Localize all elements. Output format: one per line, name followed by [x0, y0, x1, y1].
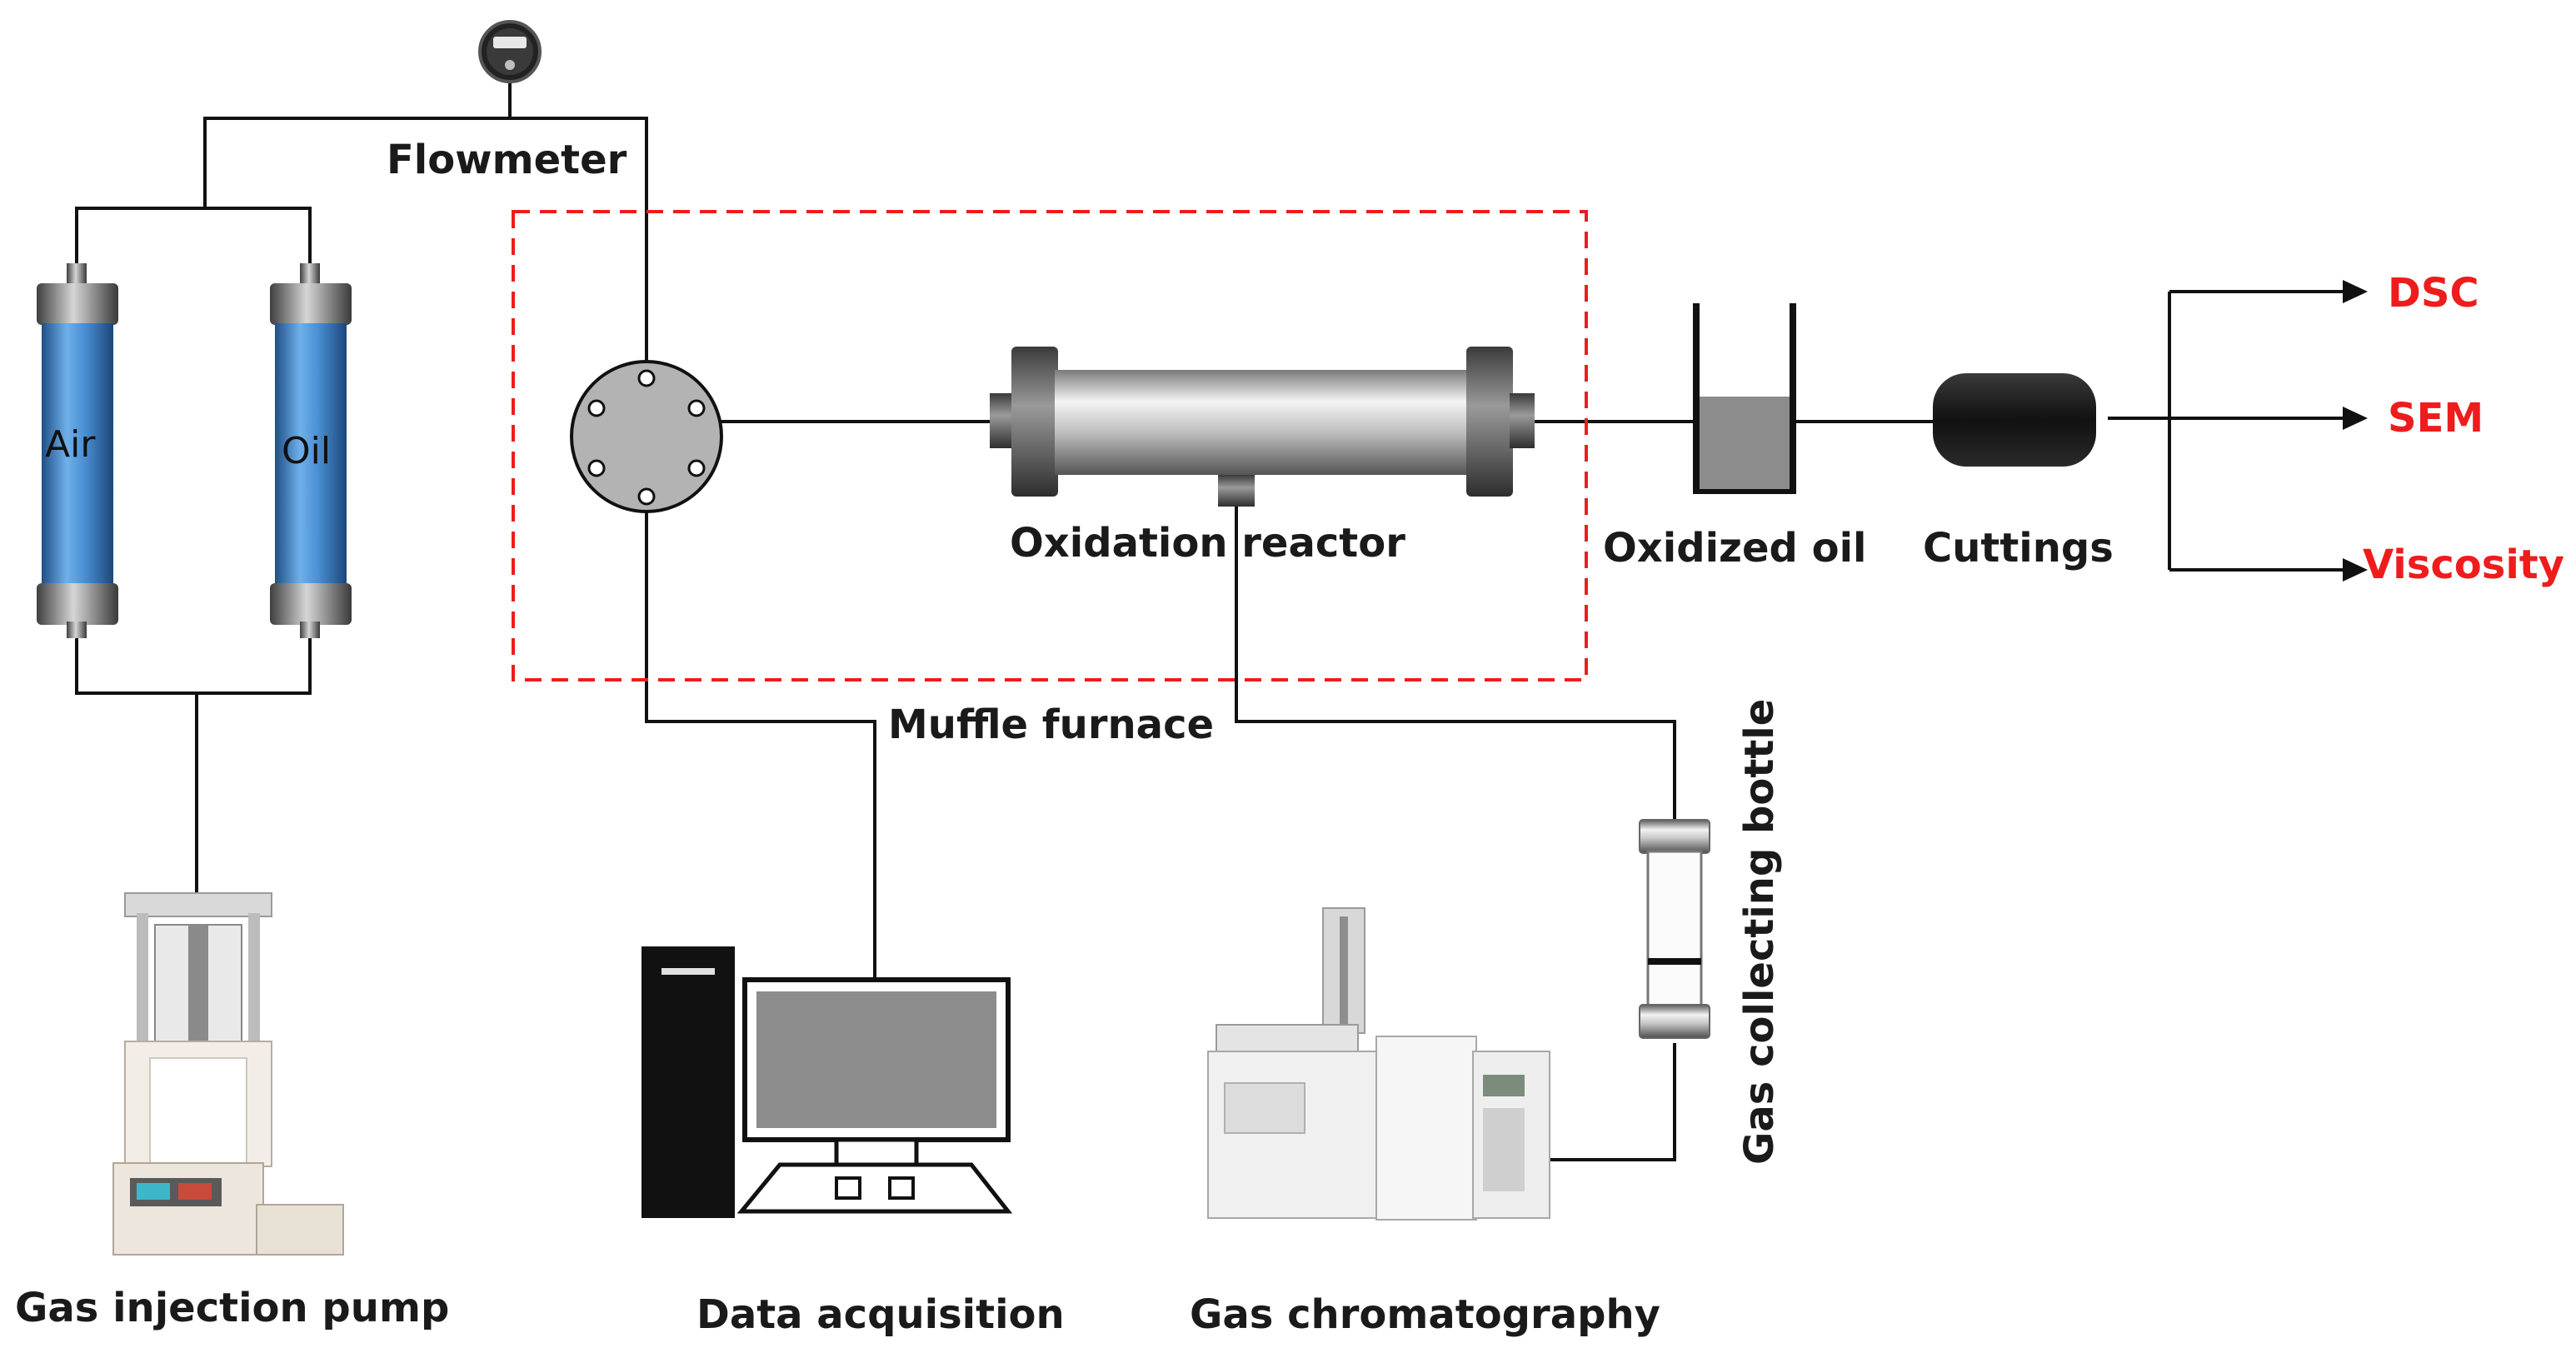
- muffle-furnace-label: Muffle furnace: [888, 701, 1214, 748]
- pipe-flowmeter-to-valve: [510, 117, 648, 378]
- air-cylinder-label: Air: [45, 423, 96, 466]
- oil-cylinder: [270, 263, 352, 638]
- data-acquisition-label: Data acquisition: [696, 1291, 1065, 1338]
- cuttings-label: Cuttings: [1923, 525, 2114, 572]
- arrowhead-sem: [2343, 407, 2368, 430]
- cuttings-sample-icon: [1933, 373, 2096, 467]
- arrowhead-viscosity: [2343, 558, 2368, 582]
- gas-chromatograph-icon: [1207, 907, 1550, 1221]
- air-cylinder: [37, 263, 118, 638]
- pipe-bottom-manifold: [75, 633, 312, 695]
- oxidation-reactor-label: Oxidation reactor: [1010, 520, 1405, 567]
- pipe-gas-bottle-to-chromatograph: [1546, 1043, 1676, 1161]
- gas-injection-pump-icon: [112, 892, 344, 1256]
- gas-injection-pump-label: Gas injection pump: [15, 1285, 449, 1331]
- gas-chromatography-label: Gas chromatography: [1190, 1291, 1660, 1338]
- output-sem-label: SEM: [2388, 395, 2484, 442]
- pipe-flowmeter-to-cylinders: [203, 73, 512, 208]
- six-port-valve-icon: [570, 360, 723, 513]
- gas-collecting-bottle-label: Gas collecting bottle: [1736, 699, 1783, 1165]
- pipe-top-manifold: [75, 207, 312, 267]
- piping: [75, 73, 2368, 1161]
- oxidation-reactor-icon: [990, 347, 1535, 507]
- output-viscosity-label: Viscosity: [2363, 542, 2564, 588]
- oxidized-oil-label: Oxidized oil: [1603, 525, 1866, 572]
- flowmeter-icon: [478, 20, 542, 83]
- data-acquisition-computer-icon: [642, 946, 1013, 1218]
- arrowhead-dsc: [2343, 280, 2368, 303]
- gas-collecting-bottle-icon: [1639, 819, 1710, 1039]
- oxidized-oil-beaker-icon: [1693, 303, 1796, 494]
- output-dsc-label: DSC: [2388, 270, 2479, 317]
- pipe-to-data-acquisition: [645, 497, 876, 985]
- flowmeter-label: Flowmeter: [387, 137, 627, 183]
- oil-cylinder-label: Oil: [282, 430, 331, 472]
- pipe-reactor-to-gas-bottle: [1235, 505, 1676, 830]
- muffle-furnace-boundary: [512, 210, 1588, 681]
